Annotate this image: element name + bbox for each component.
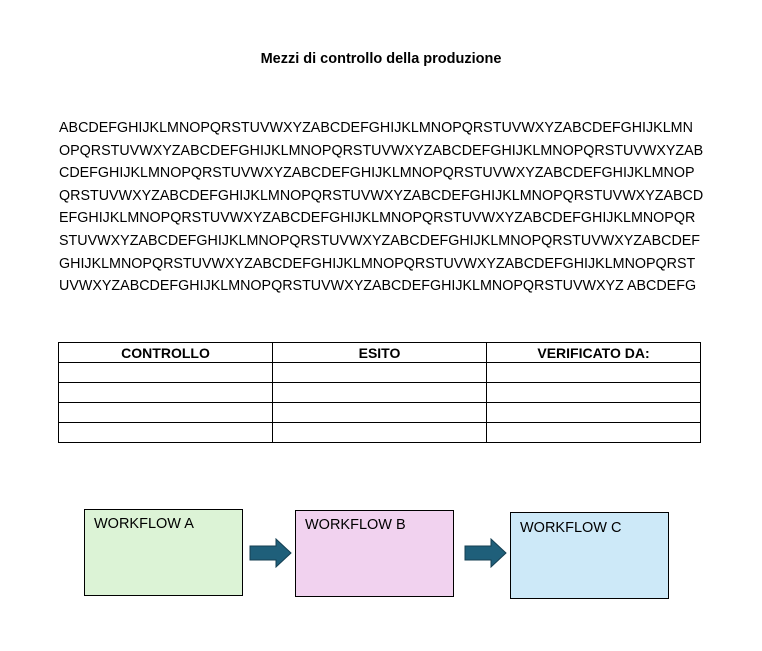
paragraph-line: QRSTUVWXYZABCDEFGHIJKLMNOPQRSTUVWXYZABCD…: [59, 187, 704, 204]
table-cell[interactable]: [58, 402, 273, 423]
header-controllo: CONTROLLO: [58, 342, 273, 363]
workflow-a-label: WORKFLOW A: [94, 516, 194, 532]
table-cell[interactable]: [486, 402, 701, 423]
table-row: [58, 362, 701, 383]
paragraph-line: STUVWXYZABCDEFGHIJKLMNOPQRSTUVWXYZABCDEF…: [59, 232, 701, 249]
table-row: [58, 402, 701, 423]
header-esito: ESITO: [272, 342, 487, 363]
workflow-b-label: WORKFLOW B: [305, 517, 406, 533]
right-arrow-icon: [249, 538, 292, 568]
paragraph-line: UVWXYZABCDEFGHIJKLMNOPQRSTUVWXYZABCDEFGH…: [59, 278, 697, 295]
workflow-c-label: WORKFLOW C: [520, 520, 622, 536]
right-arrow-icon: [464, 538, 507, 568]
table-cell[interactable]: [272, 402, 487, 423]
table-row: [58, 422, 701, 443]
paragraph-line: EFGHIJKLMNOPQRSTUVWXYZABCDEFGHIJKLMNOPQR…: [59, 210, 696, 227]
document-title: Mezzi di controllo della produzione: [260, 51, 502, 67]
table-cell[interactable]: [58, 382, 273, 403]
paragraph-line: CDEFGHIJKLMNOPQRSTUVWXYZABCDEFGHIJKLMNOP…: [59, 165, 695, 182]
table-row: [58, 382, 701, 403]
table-cell[interactable]: [272, 422, 487, 443]
control-table: CONTROLLO ESITO VERIFICATO DA:: [58, 342, 701, 443]
paragraph-line: OPQRSTUVWXYZABCDEFGHIJKLMNOPQRSTUVWXYZAB…: [59, 142, 704, 159]
table-cell[interactable]: [58, 362, 273, 383]
header-verificato-da: VERIFICATO DA:: [486, 342, 701, 363]
table-cell[interactable]: [486, 382, 701, 403]
table-cell[interactable]: [486, 422, 701, 443]
table-cell[interactable]: [58, 422, 273, 443]
table-cell[interactable]: [486, 362, 701, 383]
table-cell[interactable]: [272, 382, 487, 403]
paragraph-line: GHIJKLMNOPQRSTUVWXYZABCDEFGHIJKLMNOPQRST…: [59, 255, 696, 272]
workflow-c-box[interactable]: WORKFLOW C: [510, 512, 669, 599]
table-cell[interactable]: [272, 362, 487, 383]
paragraph-line: ABCDEFGHIJKLMNOPQRSTUVWXYZABCDEFGHIJKLMN…: [59, 120, 693, 136]
workflow-a-box[interactable]: WORKFLOW A: [84, 509, 243, 596]
table-header-row: CONTROLLO ESITO VERIFICATO DA:: [58, 342, 701, 363]
workflow-b-box[interactable]: WORKFLOW B: [295, 510, 454, 597]
body-paragraph: ABCDEFGHIJKLMNOPQRSTUVWXYZABCDEFGHIJKLMN…: [59, 117, 719, 298]
